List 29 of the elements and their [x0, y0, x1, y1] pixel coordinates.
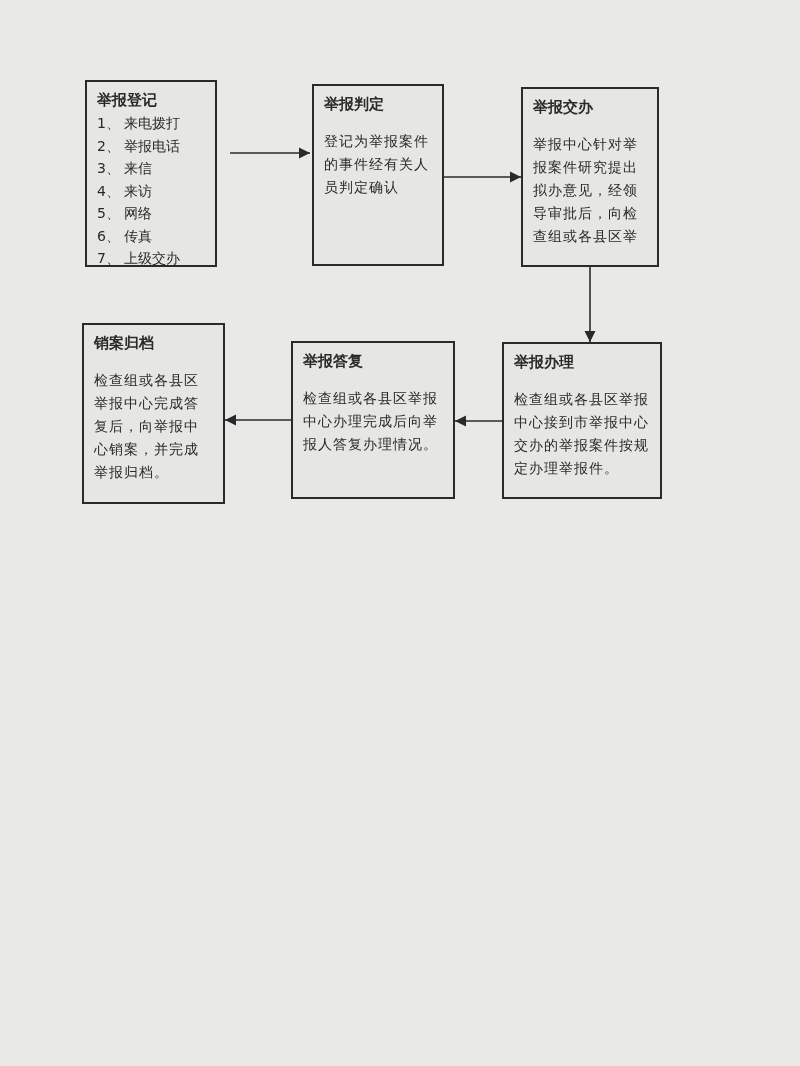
judgement-box: [312, 84, 444, 266]
box-description: 检查组或各县区举报中心接到市举报中心交办的举报案件按规定办理举报件。: [514, 390, 650, 478]
archive-box: [82, 323, 225, 504]
arrow: [229, 147, 311, 159]
handling-box: [502, 342, 662, 499]
list-item: 2、 举报电话: [97, 136, 182, 156]
list-item: 4、 来访: [97, 181, 154, 201]
list-item: 3、 来信: [97, 159, 154, 178]
list-item: 7、 上级交办: [97, 249, 182, 268]
assignment-box: [521, 87, 659, 267]
box-heading: 举报登记: [97, 90, 157, 110]
arrow: [454, 415, 503, 427]
arrow: [443, 171, 522, 183]
arrow: [224, 414, 292, 426]
reply-box: [291, 341, 455, 499]
box-heading: 举报办理: [514, 352, 574, 372]
box-heading: 销案归档: [94, 333, 154, 353]
box-description: 检查组或各县区举报中心办理完成后向举报人答复办理情况。: [303, 389, 439, 454]
arrow: [584, 266, 596, 343]
list-item: 1、 来电拨打: [97, 114, 182, 133]
box-description: 登记为举报案件的事件经有关人员判定确认: [324, 132, 430, 197]
list-item: 6、 传真: [97, 226, 154, 246]
box-heading: 举报判定: [324, 94, 384, 114]
box-description: 举报中心针对举报案件研究提出拟办意见，经领导审批后，向检查组或各县区举: [533, 135, 639, 246]
box-heading: 举报交办: [533, 97, 593, 117]
list-item: 5、 网络: [97, 204, 154, 223]
registration-box: [85, 80, 217, 267]
box-description: 检查组或各县区举报中心完成答复后，向举报中心销案，并完成举报归档。: [94, 371, 200, 482]
box-heading: 举报答复: [303, 351, 363, 371]
